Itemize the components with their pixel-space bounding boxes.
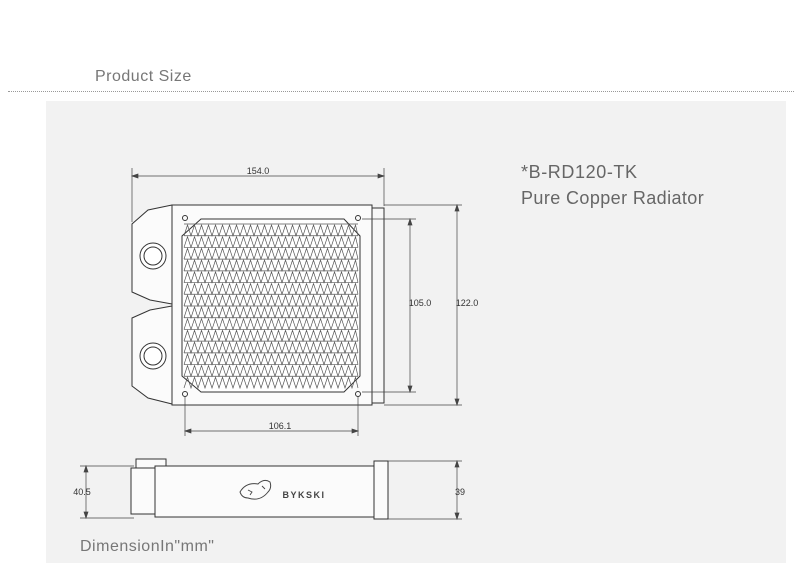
radiator-top-view <box>131 204 385 406</box>
bykski-logo: BYKSKI <box>239 479 325 500</box>
dimension-side-thickness <box>80 464 134 520</box>
logo-text: BYKSKI <box>282 490 325 500</box>
dimension-side-body <box>388 459 462 521</box>
label-overall-height: 122.0 <box>456 298 479 308</box>
label-side-thickness: 40.5 <box>73 487 91 497</box>
product-description: Pure Copper Radiator <box>521 188 705 208</box>
section-divider <box>8 91 794 92</box>
radiator-side-view <box>130 458 389 520</box>
label-hole-spacing: 106.1 <box>269 421 292 431</box>
dimension-overall-length <box>130 168 386 222</box>
label-overall-length: 154.0 <box>247 166 270 176</box>
product-model: *B-RD120-TK <box>521 162 638 182</box>
radiator-fins <box>183 223 359 390</box>
section-title: Product Size <box>95 68 192 85</box>
label-fin-height: 105.0 <box>409 298 432 308</box>
label-side-body: 39 <box>455 487 465 497</box>
dimension-hole-spacing <box>183 397 360 436</box>
dimension-fin-height <box>362 217 416 394</box>
dimension-overall-height <box>384 203 462 407</box>
dimension-unit-note: DimensionIn"mm" <box>80 538 215 555</box>
